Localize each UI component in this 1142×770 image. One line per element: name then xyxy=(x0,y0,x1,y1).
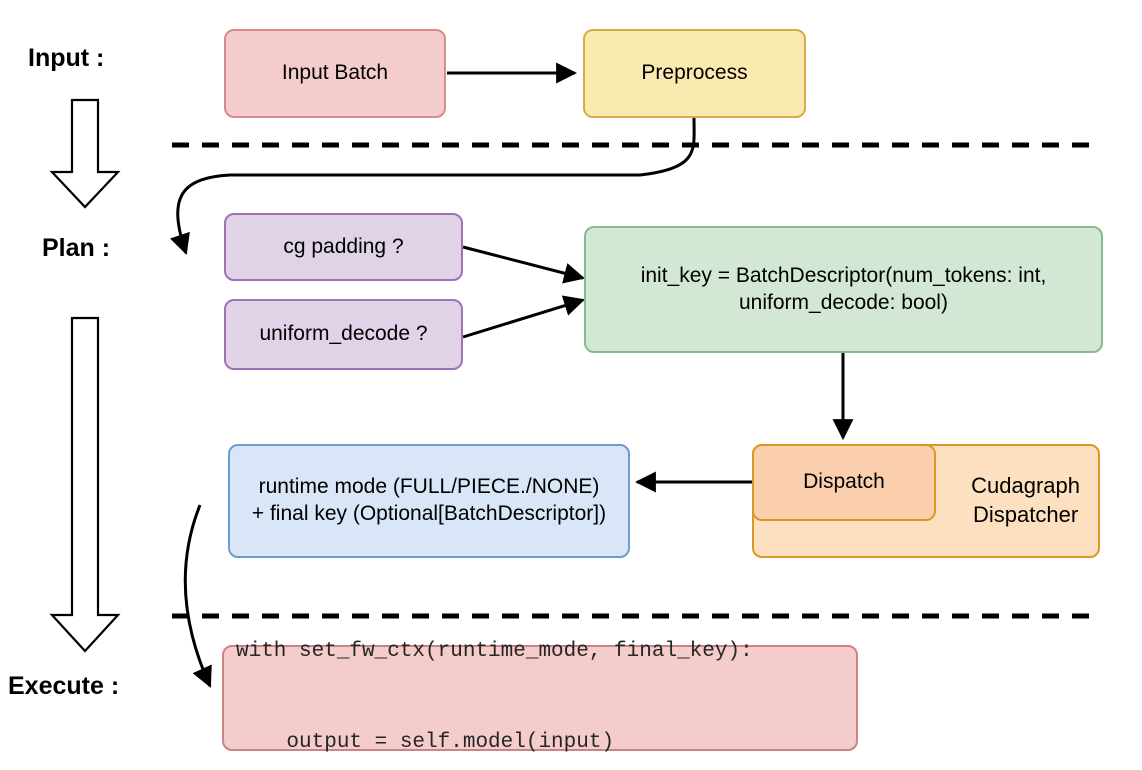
node-init-key-text: init_key = BatchDescriptor(num_tokens: i… xyxy=(641,263,1047,317)
node-uniform-decode[interactable]: uniform_decode ? xyxy=(224,299,463,370)
node-preprocess[interactable]: Preprocess xyxy=(583,29,806,118)
node-runtime-mode-line1: runtime mode (FULL/PIECE./NONE) xyxy=(258,475,600,499)
stage-label-plan: Plan : xyxy=(42,234,111,262)
uniform-decode-to-init-key-edge xyxy=(462,295,586,339)
node-input-batch-label: Input Batch xyxy=(281,61,389,85)
node-dispatch[interactable]: Dispatch xyxy=(752,444,936,521)
node-execute-code-line1: with set_fw_ctx(runtime_mode, final_key)… xyxy=(236,640,753,664)
node-cudagraph-dispatcher-text: Cudagraph Dispatcher xyxy=(971,472,1080,529)
node-preprocess-label: Preprocess xyxy=(641,61,748,85)
node-input-batch[interactable]: Input Batch xyxy=(224,29,446,118)
node-cg-padding[interactable]: cg padding ? xyxy=(224,213,463,281)
node-init-key-line1: init_key = BatchDescriptor(num_tokens: i… xyxy=(640,263,1047,287)
node-runtime-mode-line2: + final key (Optional[BatchDescriptor]) xyxy=(251,502,607,525)
stage-label-input: Input : xyxy=(28,44,105,72)
node-init-key-line2: uniform_decode: bool) xyxy=(739,290,948,314)
node-runtime-mode-text: runtime mode (FULL/PIECE./NONE) + final … xyxy=(252,474,606,528)
input-to-plan-arrow xyxy=(49,98,121,209)
node-cudagraph-dispatcher-line2: Dispatcher xyxy=(972,502,1079,527)
cg-padding-to-init-key-edge xyxy=(462,245,586,284)
node-dispatch-label: Dispatch xyxy=(803,470,885,494)
node-runtime-mode[interactable]: runtime mode (FULL/PIECE./NONE) + final … xyxy=(228,444,630,558)
runtime-mode-to-execute-code-edge xyxy=(183,504,212,688)
node-execute-code-text: with set_fw_ctx(runtime_mode, final_key)… xyxy=(236,576,753,770)
node-init-key[interactable]: init_key = BatchDescriptor(num_tokens: i… xyxy=(584,226,1103,353)
node-execute-code[interactable]: with set_fw_ctx(runtime_mode, final_key)… xyxy=(222,640,858,754)
node-cg-padding-label: cg padding ? xyxy=(283,234,404,258)
plan-to-execute-arrow xyxy=(49,316,121,653)
node-cudagraph-dispatcher-line1: Cudagraph xyxy=(971,473,1080,499)
node-uniform-decode-label: uniform_decode ? xyxy=(259,322,428,346)
stage-label-execute: Execute : xyxy=(8,672,120,700)
node-execute-code-line2: output = self.model(input) xyxy=(236,731,615,755)
